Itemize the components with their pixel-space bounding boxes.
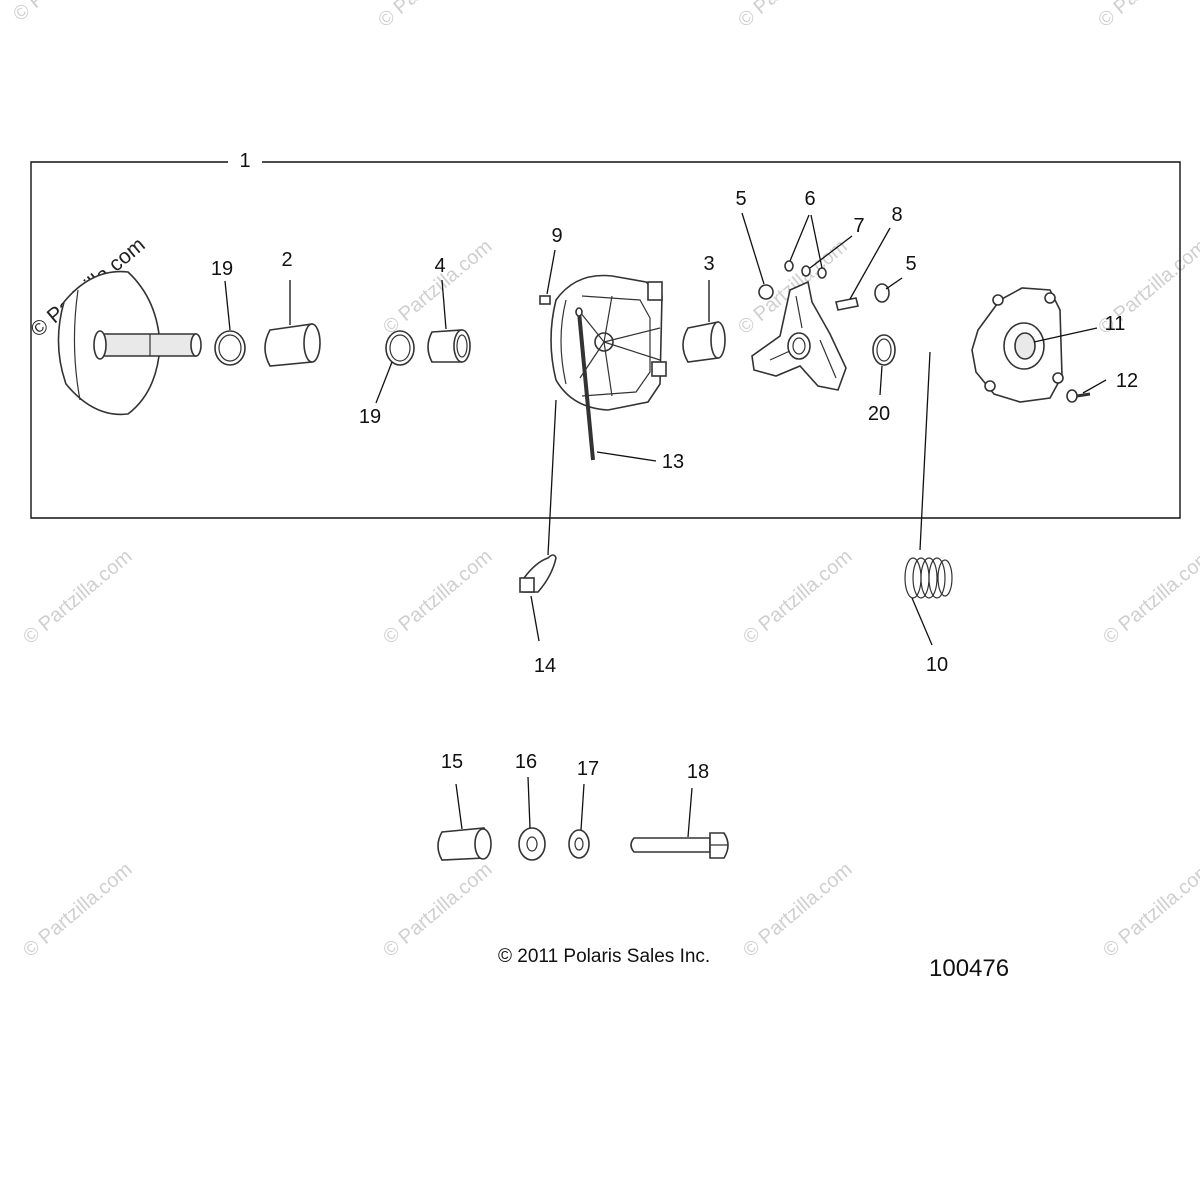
washer-17 <box>568 829 590 859</box>
callout-7: 7 <box>853 215 864 237</box>
callout-20: 20 <box>868 403 890 425</box>
snap-ring-left <box>214 330 246 366</box>
callout-11: 11 <box>1105 313 1126 335</box>
watermark: © Partzilla.com <box>19 858 136 961</box>
watermark: © Partzilla.com <box>379 235 496 338</box>
watermark: © Partzilla.com <box>379 545 496 648</box>
assembly-frame <box>30 161 1181 519</box>
callout-8: 8 <box>891 204 902 226</box>
copyright-text: © 2011 Polaris Sales Inc. <box>498 946 710 967</box>
ring-6 <box>784 260 794 272</box>
spring-10 <box>904 557 953 599</box>
fixed-sheave <box>57 270 202 416</box>
callout-2: 2 <box>281 249 292 271</box>
roller-5-right <box>874 283 890 303</box>
callout-4: 4 <box>434 255 445 277</box>
watermark: © Partzilla.com <box>734 0 851 32</box>
watermark: © Partzilla.com <box>1094 0 1200 32</box>
callout-6: 6 <box>804 188 815 210</box>
moveable-sheave <box>550 274 667 411</box>
watermark: © Partzilla.com <box>19 545 136 648</box>
callout-5-right: 5 <box>905 253 916 275</box>
callout-10: 10 <box>926 654 948 676</box>
callout-19-bottom: 19 <box>359 406 381 428</box>
callout-13: 13 <box>662 451 684 473</box>
callout-9: 9 <box>551 225 562 247</box>
callout-1: 1 <box>239 150 250 172</box>
watermark-layer: © Partzilla.com © Partzilla.com © Partzi… <box>9 0 1200 962</box>
callout-15: 15 <box>441 751 463 773</box>
diagram-reference-number: 100476 <box>929 955 1009 982</box>
washer-16 <box>518 827 546 861</box>
pin-13 <box>575 307 595 461</box>
watermark: © Partzilla.com <box>1099 545 1200 648</box>
part-9 <box>539 295 551 305</box>
leader-10-upper <box>919 351 931 551</box>
watermark: © Partzilla.com <box>374 0 491 32</box>
watermark: © Partzilla.com <box>1099 858 1200 961</box>
watermark: © Partzilla.com <box>379 858 496 961</box>
bushing-3 <box>682 321 726 363</box>
spacer-15 <box>437 827 492 861</box>
watermark: © Partzilla.com <box>739 858 856 961</box>
callout-14: 14 <box>534 655 556 677</box>
ring-6b <box>817 267 827 279</box>
spider <box>751 280 847 391</box>
pin-8 <box>835 297 859 311</box>
watermark: © Partzilla.com <box>739 545 856 648</box>
roller-5-left <box>758 284 774 300</box>
leader-14-upper <box>547 399 557 556</box>
callout-5-left: 5 <box>735 188 746 210</box>
weight-14 <box>519 554 557 593</box>
cover-11 <box>971 287 1064 403</box>
callout-17: 17 <box>577 758 599 780</box>
watermark: © Partzilla.com <box>9 0 126 26</box>
callout-3: 3 <box>703 253 714 275</box>
callout-18: 18 <box>687 761 709 783</box>
bearing-4 <box>427 329 471 363</box>
ring-7 <box>801 265 811 277</box>
callout-12: 12 <box>1116 370 1138 392</box>
bushing-2 <box>264 323 321 367</box>
callout-16: 16 <box>515 751 537 773</box>
bolt-18 <box>630 832 729 859</box>
callout-19-top: 19 <box>211 258 233 280</box>
bolt-12 <box>1066 389 1091 403</box>
